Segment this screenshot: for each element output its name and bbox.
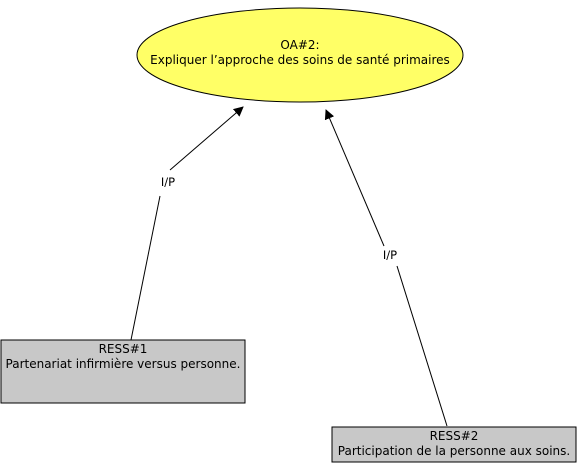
objective-title: OA#2: bbox=[280, 38, 319, 52]
link-ress1-to-oa2[interactable]: I/P bbox=[130, 106, 244, 341]
link-ress2-to-oa2[interactable]: I/P bbox=[324, 109, 448, 427]
resource-text: Partenariat infirmière versus personne. bbox=[6, 357, 241, 371]
resource-title: RESS#2 bbox=[430, 429, 479, 443]
link-line-segment bbox=[130, 195, 161, 341]
resource-box bbox=[0, 339, 246, 404]
resource-node-ress2[interactable]: RESS#2 Participation de la personne aux … bbox=[331, 426, 577, 463]
link-arrow-segment bbox=[169, 106, 244, 171]
objective-text: Expliquer l’approche des soins de santé … bbox=[150, 53, 450, 67]
resource-text: Participation de la personne aux soins. bbox=[338, 444, 570, 458]
resource-title: RESS#1 bbox=[99, 342, 148, 356]
objective-node[interactable]: OA#2: Expliquer l’approche des soins de … bbox=[136, 7, 464, 103]
resource-node-ress1[interactable]: RESS#1 Partenariat infirmière versus per… bbox=[0, 339, 246, 404]
link-line-segment bbox=[396, 265, 448, 427]
resource-box bbox=[331, 426, 577, 463]
link-label-ress2: I/P bbox=[383, 248, 397, 262]
link-arrow-segment bbox=[324, 109, 385, 247]
objective-ellipse bbox=[136, 7, 464, 103]
link-label-ress1: I/P bbox=[161, 175, 175, 189]
